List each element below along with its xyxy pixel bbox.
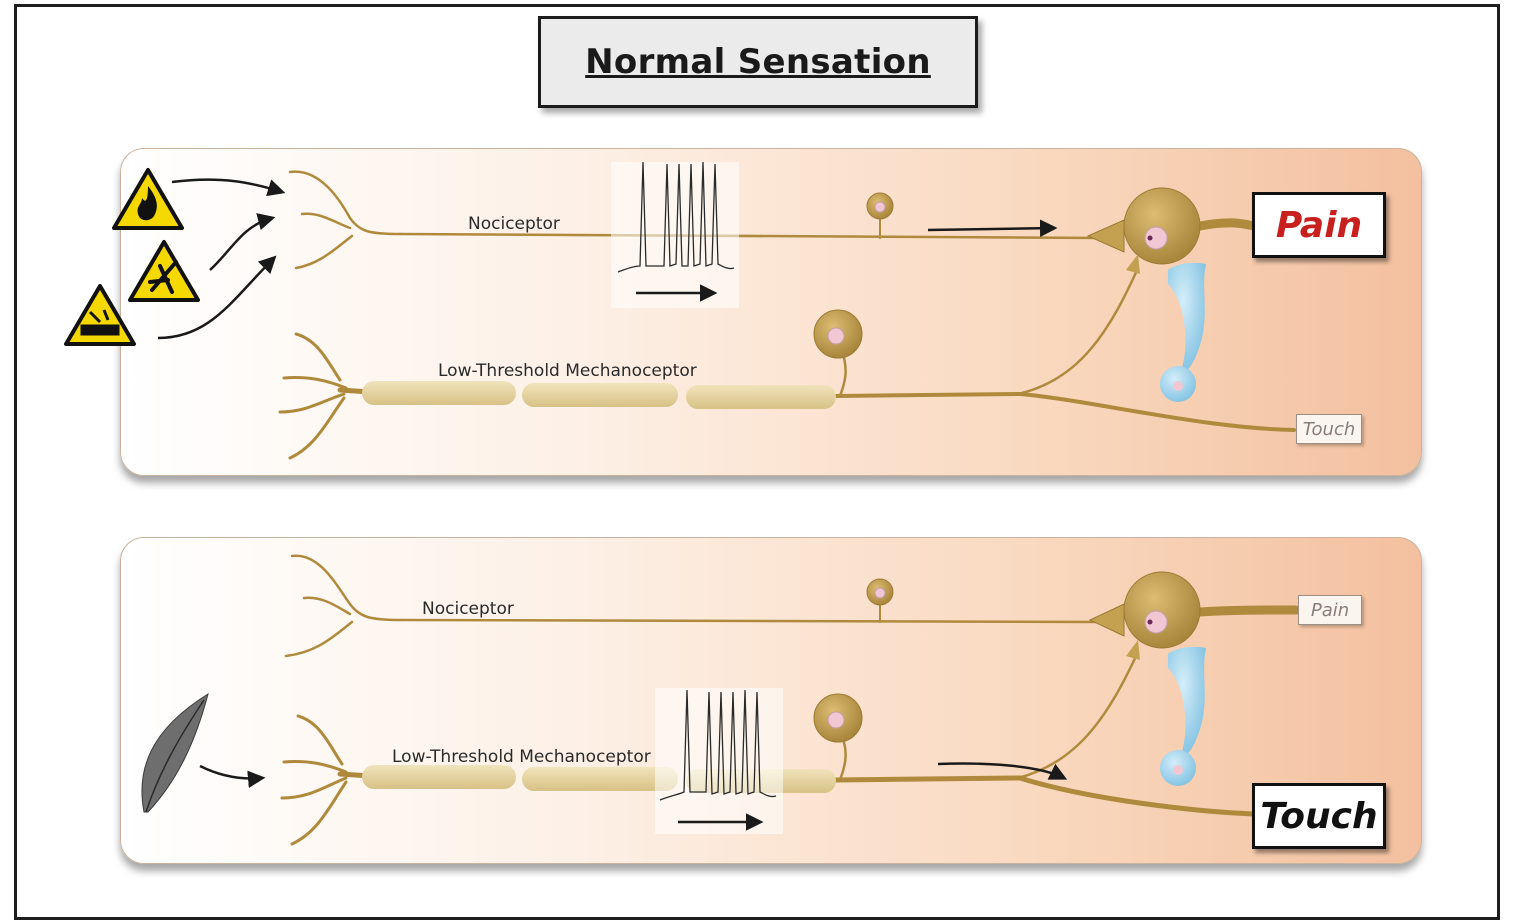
projection-neuron-top <box>1088 188 1254 274</box>
feather-icon <box>142 694 208 812</box>
action-potential-inset-bottom <box>655 688 783 834</box>
mechanoceptor-bottom-cell-body <box>814 694 862 742</box>
pain-output-inactive: Pain <box>1298 595 1362 625</box>
nociceptor-bottom <box>286 556 1104 656</box>
fire-warning-icon <box>114 170 182 228</box>
pain-output-active: Pain <box>1252 192 1386 258</box>
interneuron-top <box>1160 263 1206 402</box>
mechanoceptor-top <box>280 268 1294 458</box>
nociceptor-bottom-cell-body <box>867 579 893 605</box>
mechanoceptor-top-cell-body <box>814 310 862 358</box>
nociceptor-top-cell-body <box>867 193 893 219</box>
nociceptor-label-top: Nociceptor <box>468 214 560 234</box>
touch-output-active: Touch <box>1252 783 1386 849</box>
mechanoceptor-label-bottom: Low-Threshold Mechanoceptor <box>392 747 651 767</box>
projection-neuron-bottom <box>1090 572 1296 660</box>
hazard-icons <box>66 170 198 344</box>
action-potential-inset-top <box>611 162 739 308</box>
cut-hazard-icon <box>130 242 198 300</box>
interneuron-bottom <box>1160 647 1206 786</box>
touch-output-inactive: Touch <box>1296 414 1362 444</box>
myelin-sheaths-top <box>362 381 836 409</box>
nociceptor-label-bottom: Nociceptor <box>422 599 514 619</box>
conduction-arrow-top <box>928 228 1054 230</box>
corrosive-hazard-icon <box>66 286 134 344</box>
stimulus-arrows-top <box>158 180 282 338</box>
mechanoceptor-label-top: Low-Threshold Mechanoceptor <box>438 361 697 381</box>
stimulus-arrow-bottom <box>200 766 262 779</box>
